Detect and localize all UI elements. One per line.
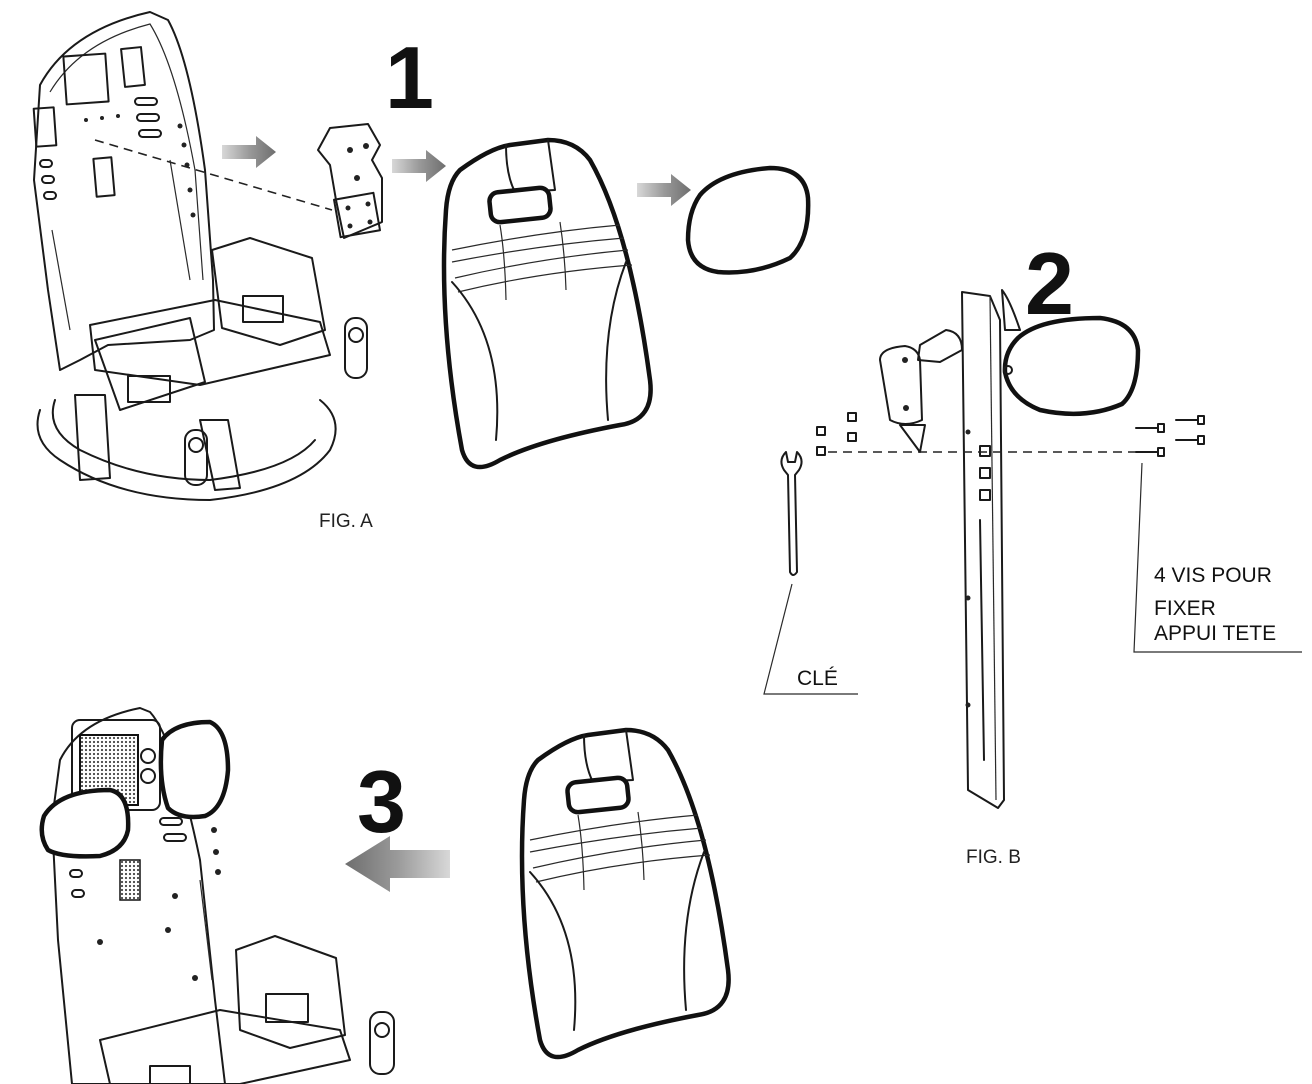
alignment-dashed-line-a: [94, 139, 333, 211]
callout-screws-line3: APPUI TETE: [1154, 622, 1276, 645]
wrench-icon: [780, 451, 803, 576]
callout-screws-line1: 4 VIS POUR: [1154, 564, 1272, 587]
figure-label-a: FIG. A: [319, 511, 373, 532]
step-number-1: 1: [385, 28, 434, 127]
seat-assembled-bottom: [39, 707, 395, 1084]
mounting-bracket: [317, 123, 383, 239]
step-number-2: 2: [1025, 234, 1074, 333]
right-arrow-icon: [222, 136, 276, 168]
back-cushion-top: [441, 137, 653, 470]
head-pad-top: [685, 165, 811, 275]
callout-line-screws: [1133, 462, 1302, 653]
screws: [1135, 415, 1205, 457]
headrest-rail-assembly: [879, 289, 1141, 809]
right-arrow-icon: [637, 174, 691, 206]
right-arrow-icon: [392, 150, 446, 182]
back-cushion-bottom: [519, 727, 731, 1060]
callout-wrench-label: CLÉ: [797, 667, 838, 690]
callout-screws-line2: FIXER: [1154, 597, 1216, 620]
seat-frame-top: [32, 11, 368, 501]
callout-line-wrench: [763, 583, 858, 695]
nuts: [816, 412, 857, 456]
left-arrow-icon: [345, 836, 450, 892]
step-number-3: 3: [357, 752, 406, 851]
figure-label-b: FIG. B: [966, 847, 1021, 868]
